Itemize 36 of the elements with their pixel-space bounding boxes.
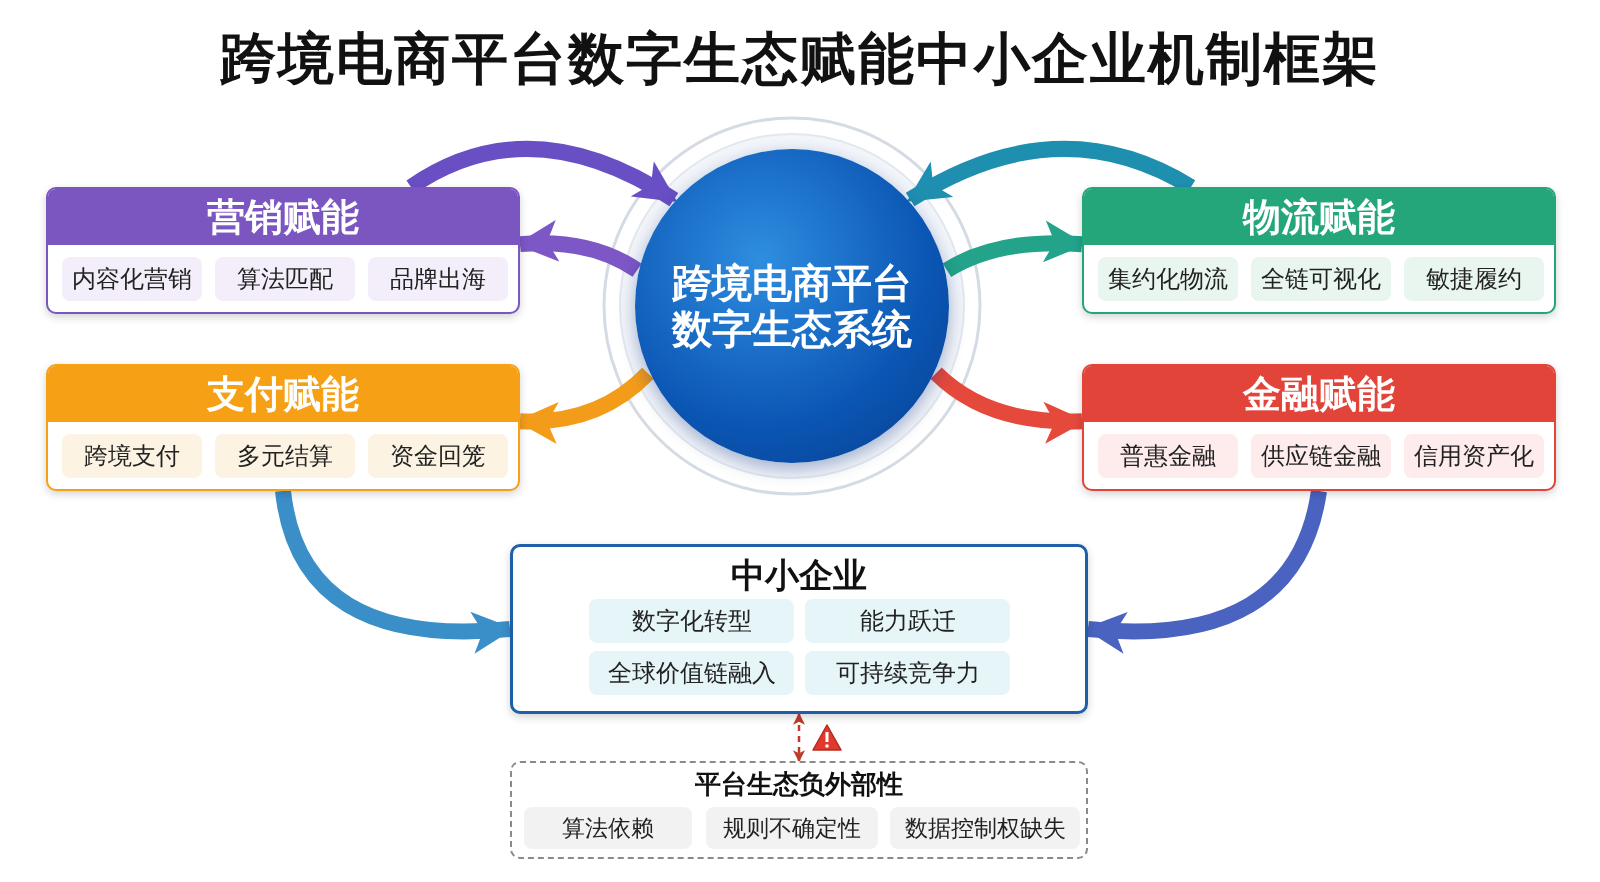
keyword-tag: 全球价值链融入 — [589, 651, 794, 695]
sme-panel — [510, 544, 1088, 714]
card-header: 金融赋能 — [1084, 366, 1554, 422]
diagram-title: 跨境电商平台数字生态赋能中小企业机制框架 — [219, 25, 1381, 93]
panel-title: 中小企业 — [730, 554, 868, 597]
keyword-tag: 普惠金融 — [1098, 434, 1238, 478]
keyword-tag: 信用资产化 — [1404, 434, 1544, 478]
arrow — [406, 141, 678, 207]
category-card — [1082, 364, 1556, 491]
keyword-tag: 能力跃迁 — [805, 599, 1010, 643]
card-header: 支付赋能 — [48, 366, 518, 422]
keyword-tag: 多元结算 — [215, 434, 355, 478]
arrow — [906, 141, 1195, 207]
keyword-tag: 数据控制权缺失 — [890, 807, 1080, 849]
keyword-tag: 算法匹配 — [215, 257, 355, 301]
category-card — [46, 364, 520, 491]
keyword-tag: 内容化营销 — [62, 257, 202, 301]
keyword-tag: 跨境支付 — [62, 434, 202, 478]
circle-label: 跨境电商平台数字生态系统 — [670, 260, 913, 352]
card-header: 物流赋能 — [1084, 189, 1554, 245]
risk-panel — [510, 761, 1088, 859]
keyword-tag: 数字化转型 — [589, 599, 794, 643]
keyword-tag: 规则不确定性 — [706, 807, 878, 849]
panel-title: 平台生态负外部性 — [694, 768, 904, 801]
keyword-tag: 资金回笼 — [368, 434, 508, 478]
card-header: 营销赋能 — [48, 189, 518, 245]
keyword-tag: 敏捷履约 — [1404, 257, 1544, 301]
keyword-tag: 集约化物流 — [1098, 257, 1238, 301]
keyword-tag: 算法依赖 — [524, 807, 692, 849]
keyword-tag: 全链可视化 — [1251, 257, 1391, 301]
category-card — [1082, 187, 1556, 314]
category-card — [46, 187, 520, 314]
keyword-tag: 供应链金融 — [1251, 434, 1391, 478]
keyword-tag: 品牌出海 — [368, 257, 508, 301]
arrow — [793, 712, 805, 763]
keyword-tag: 可持续竞争力 — [805, 651, 1010, 695]
